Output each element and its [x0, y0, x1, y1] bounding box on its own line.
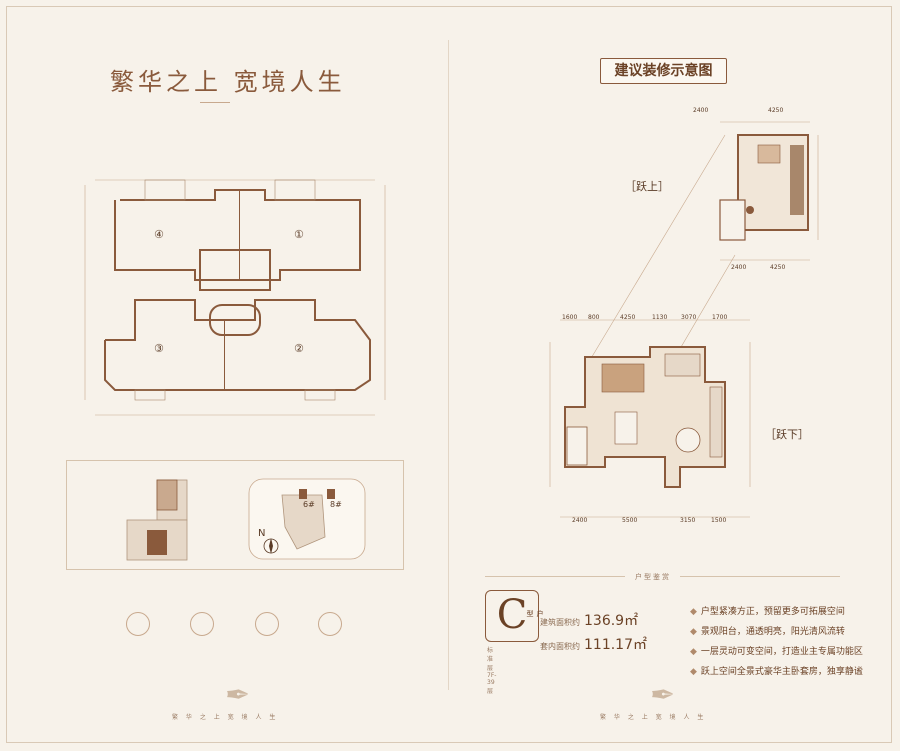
unit-4-label: ④ [154, 228, 164, 241]
building-6-label: 6# [303, 500, 315, 509]
footer-left: 繁 华 之 上 宽 境 人 生 [172, 714, 279, 721]
area-row: 套内面积约 111.17㎡ [540, 634, 647, 658]
lower-dim-top-1: 1600 [562, 314, 578, 321]
location-box [66, 460, 404, 570]
footer-right: 繁 华 之 上 宽 境 人 生 [600, 714, 707, 721]
area-value: 111.17㎡ [584, 637, 647, 653]
compass-icon [263, 538, 279, 554]
standard-floor-plan [84, 179, 386, 416]
lower-floor-label: ［跃下］ [765, 428, 809, 441]
lower-dim-bottom-2: 5500 [622, 517, 638, 524]
area-label: 建筑面积约 [540, 618, 580, 627]
area-row: 建筑面积约 136.9㎡ [540, 610, 647, 634]
building-8-label: 8# [330, 500, 342, 509]
unit-3-label: ③ [154, 342, 164, 355]
lower-dim-top-3: 4250 [620, 314, 636, 321]
upper-floor-label: ［跃上］ [625, 180, 669, 193]
feature-list: ◆户型紧凑方正，预留更多可拓展空间 ◆景观阳台，通透明亮，阳光清风流转 ◆一层灵… [690, 604, 863, 684]
unit-type-note: 标准层7F-39层 [487, 647, 497, 695]
feature-item: ◆景观阳台，通透明亮，阳光清风流转 [690, 627, 845, 637]
area-list: 建筑面积约 136.9㎡ 套内面积约 111.17㎡ [540, 610, 647, 658]
section-line-left [485, 576, 625, 577]
feature-icon-2 [190, 612, 214, 636]
type-section-label: 户型鉴赏 [635, 573, 671, 581]
lower-dim-top-2: 800 [588, 314, 600, 321]
feature-item: ◆一层灵动可变空间，打造业主专属功能区 [690, 647, 863, 657]
site-plan [248, 478, 366, 560]
area-label: 套内面积约 [540, 642, 580, 651]
headline: 繁华之上 宽境人生 [110, 68, 346, 96]
feather-icon-right: ✒ [650, 678, 676, 713]
headline-underline [200, 102, 230, 103]
unit-type-letter: C [485, 590, 539, 642]
north-label: N [258, 528, 266, 539]
feature-icon-3 [255, 612, 279, 636]
page-frame [6, 6, 892, 743]
center-divider [448, 40, 449, 690]
upper-dim-bottom-2: 4250 [770, 264, 786, 271]
feather-icon-left: ✒ [225, 678, 251, 713]
feature-item: ◆跃上空间全景式豪华主卧套房，独享静谧 [690, 667, 863, 677]
lower-dim-top-6: 1700 [712, 314, 728, 321]
upper-dim-top-2: 4250 [768, 107, 784, 114]
lower-dim-bottom-3: 3150 [680, 517, 696, 524]
lower-dim-top-4: 1130 [652, 314, 668, 321]
upper-dim-bottom-1: 2400 [731, 264, 747, 271]
lower-dim-top-5: 3070 [681, 314, 697, 321]
unit-type-sub: 户型 [526, 610, 544, 617]
feature-icon-4 [318, 612, 342, 636]
upper-dim-top-1: 2400 [693, 107, 709, 114]
section-line-right [680, 576, 840, 577]
unit-1-label: ① [294, 228, 304, 241]
lower-dim-bottom-1: 2400 [572, 517, 588, 524]
unit-2-label: ② [294, 342, 304, 355]
area-value: 136.9㎡ [584, 613, 639, 629]
feature-item: ◆户型紧凑方正，预留更多可拓展空间 [690, 607, 845, 617]
lower-dim-bottom-4: 1500 [711, 517, 727, 524]
feature-icon-1 [126, 612, 150, 636]
decoration-badge: 建议装修示意图 [600, 58, 727, 84]
upper-floor-plan [719, 121, 819, 261]
lower-floor-plan [549, 319, 751, 518]
key-plan [126, 479, 188, 561]
